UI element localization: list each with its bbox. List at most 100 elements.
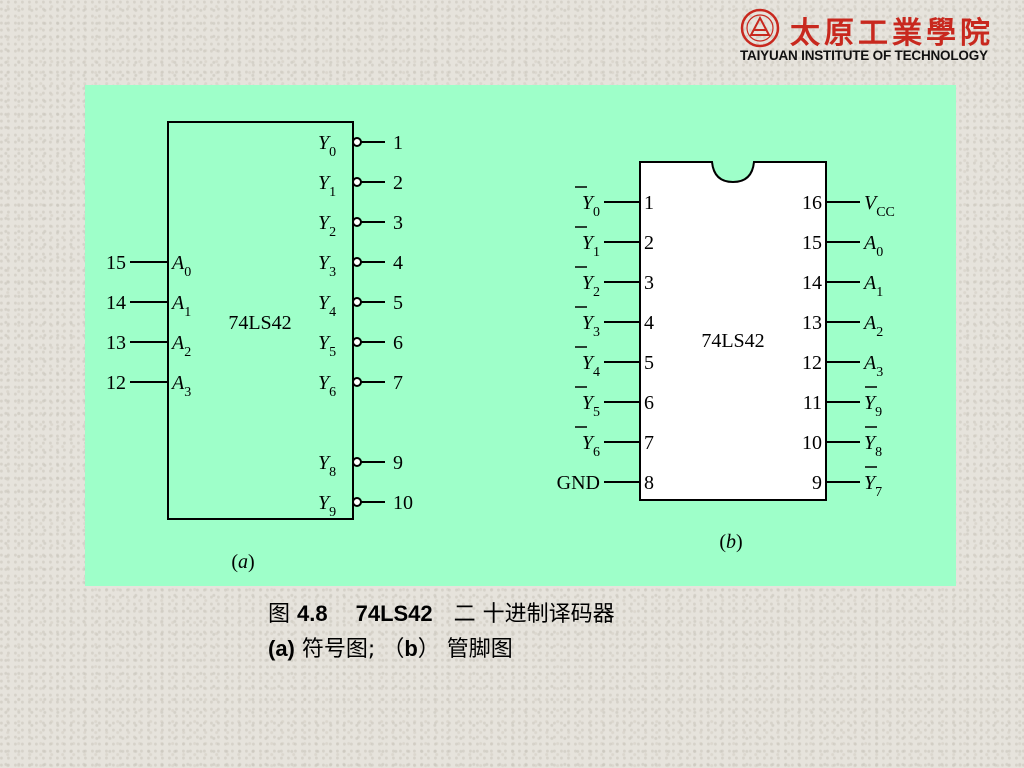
a-input-label-name: A — [170, 252, 185, 274]
a-output-label-sub: 2 — [329, 225, 336, 240]
b-right-pin-number: 16 — [802, 192, 822, 214]
a-output-label-name: Y — [318, 292, 331, 314]
a-input-label-sub: 2 — [184, 345, 191, 360]
b-right-pin-label-name: A — [862, 352, 877, 374]
b-right-pin-label-name: Y — [864, 472, 877, 494]
a-input-pin-number: 13 — [106, 332, 126, 354]
a-output-label-name: Y — [318, 132, 331, 154]
diagram-a-chip-label: 74LS42 — [228, 312, 291, 334]
a-output-label-sub: 3 — [329, 265, 336, 280]
a-output-label-name: Y — [318, 492, 331, 514]
a-output-pin-number: 2 — [393, 172, 403, 194]
a-input-label-sub: 1 — [184, 305, 191, 320]
diagram-b-sublabel: (b) — [719, 531, 742, 553]
b-left-pin-label-name: Y — [582, 192, 595, 214]
a-input-label: A3 — [170, 372, 191, 400]
b-right-pin-label-sub: 2 — [876, 325, 883, 340]
a-output-label-name: Y — [318, 212, 331, 234]
b-left-pin-label: Y6 — [582, 432, 600, 460]
b-right-pin-label: Y9 — [864, 392, 882, 420]
school-logo: 太原工業學院 TAIYUAN INSTITUTE OF TECHNOLOGY — [736, 6, 1018, 66]
a-output-label: Y4 — [318, 292, 336, 320]
b-right-pin-number: 13 — [802, 312, 822, 334]
b-right-pin-label-name: A — [862, 232, 877, 254]
a-output-label: Y8 — [318, 452, 336, 480]
b-left-pin-label: Y2 — [582, 272, 600, 300]
a-output-label: Y2 — [318, 212, 336, 240]
b-right-pin-label-sub: CC — [876, 205, 895, 220]
b-left-pin-label: Y0 — [582, 192, 600, 220]
b-left-pin-number: 3 — [644, 272, 654, 294]
b-right-pin-label: A2 — [862, 312, 883, 340]
a-output-pin-number: 7 — [393, 372, 403, 394]
a-input-pin-number: 12 — [106, 372, 126, 394]
a-input-label: A0 — [170, 252, 191, 280]
b-right-pin-number: 11 — [803, 392, 822, 414]
caption-part-b-open: （ — [382, 637, 405, 662]
diagram-b-chip-label: 74LS42 — [701, 330, 764, 352]
diagram-b-chip-body — [639, 161, 827, 501]
a-output-label-sub: 9 — [329, 505, 336, 520]
a-output-pin-number: 6 — [393, 332, 403, 354]
a-output-label-sub: 6 — [329, 385, 336, 400]
b-left-pin-number: 6 — [644, 392, 654, 414]
b-right-pin-number: 15 — [802, 232, 822, 254]
caption-line-2: (a) 符号图; （b） 管脚图 — [268, 632, 615, 667]
diagram-a-sublabel: (a) — [231, 551, 254, 573]
b-right-pin-number: 12 — [802, 352, 822, 374]
b-right-pin-label-sub: 9 — [875, 405, 882, 420]
a-output-bubble — [352, 177, 362, 187]
a-output-label-name: Y — [318, 452, 331, 474]
b-left-pin-label: Y5 — [582, 392, 600, 420]
a-output-bubble — [352, 337, 362, 347]
b-right-pin-label: A1 — [862, 272, 883, 300]
logo-chinese-name: 太原工業學院 — [790, 16, 994, 51]
b-right-pin-label-name: Y — [864, 392, 877, 414]
a-output-label-sub: 0 — [329, 145, 336, 160]
a-output-label-name: Y — [318, 252, 331, 274]
caption-part-a-label: (a) — [268, 636, 295, 661]
b-left-pin-number: 2 — [644, 232, 654, 254]
red-circular-emblem-icon — [740, 8, 780, 48]
b-right-pin-label-name: A — [862, 272, 877, 294]
a-output-pin-number: 5 — [393, 292, 403, 314]
b-left-pin-number: 7 — [644, 432, 654, 454]
a-output-bubble — [352, 217, 362, 227]
b-left-pin-label-sub: 6 — [593, 445, 600, 460]
a-input-label-sub: 3 — [184, 385, 191, 400]
a-input-label-name: A — [170, 332, 185, 354]
a-output-bubble — [352, 457, 362, 467]
b-right-pin-label: A3 — [862, 352, 883, 380]
a-output-label: Y5 — [318, 332, 336, 360]
a-output-label-sub: 5 — [329, 345, 336, 360]
b-right-pin-label-sub: 0 — [876, 245, 883, 260]
a-input-pin-number: 15 — [106, 252, 126, 274]
caption-chip: 74LS42 — [355, 601, 433, 626]
a-output-label-name: Y — [318, 332, 331, 354]
b-left-pin-label-name: Y — [582, 352, 595, 374]
a-output-label-sub: 8 — [329, 465, 336, 480]
a-input-label-name: A — [170, 372, 185, 394]
b-left-pin-label-name: Y — [582, 312, 595, 334]
b-left-pin-number: 4 — [644, 312, 654, 334]
a-output-bubble — [352, 497, 362, 507]
a-output-pin-number: 9 — [393, 452, 403, 474]
b-left-pin-label-sub: 1 — [593, 245, 600, 260]
b-right-pin-label-name: Y — [864, 432, 877, 454]
b-left-pin-label-sub: 4 — [593, 365, 600, 380]
b-left-pin-label-sub: 5 — [593, 405, 600, 420]
caption-part-b-letter: b — [404, 636, 418, 661]
b-right-pin-label: Y8 — [864, 432, 882, 460]
a-output-label: Y3 — [318, 252, 336, 280]
b-left-pin-label-sub: 0 — [593, 205, 600, 220]
a-output-pin-number: 10 — [393, 492, 413, 514]
a-output-pin-number: 4 — [393, 252, 403, 274]
a-input-label-sub: 0 — [184, 265, 191, 280]
b-right-pin-label: Y7 — [864, 472, 882, 500]
b-left-pin-label-sub: 3 — [593, 325, 600, 340]
b-left-pin-label-name: Y — [582, 392, 595, 414]
a-output-label-sub: 4 — [329, 305, 336, 320]
a-output-bubble — [352, 297, 362, 307]
